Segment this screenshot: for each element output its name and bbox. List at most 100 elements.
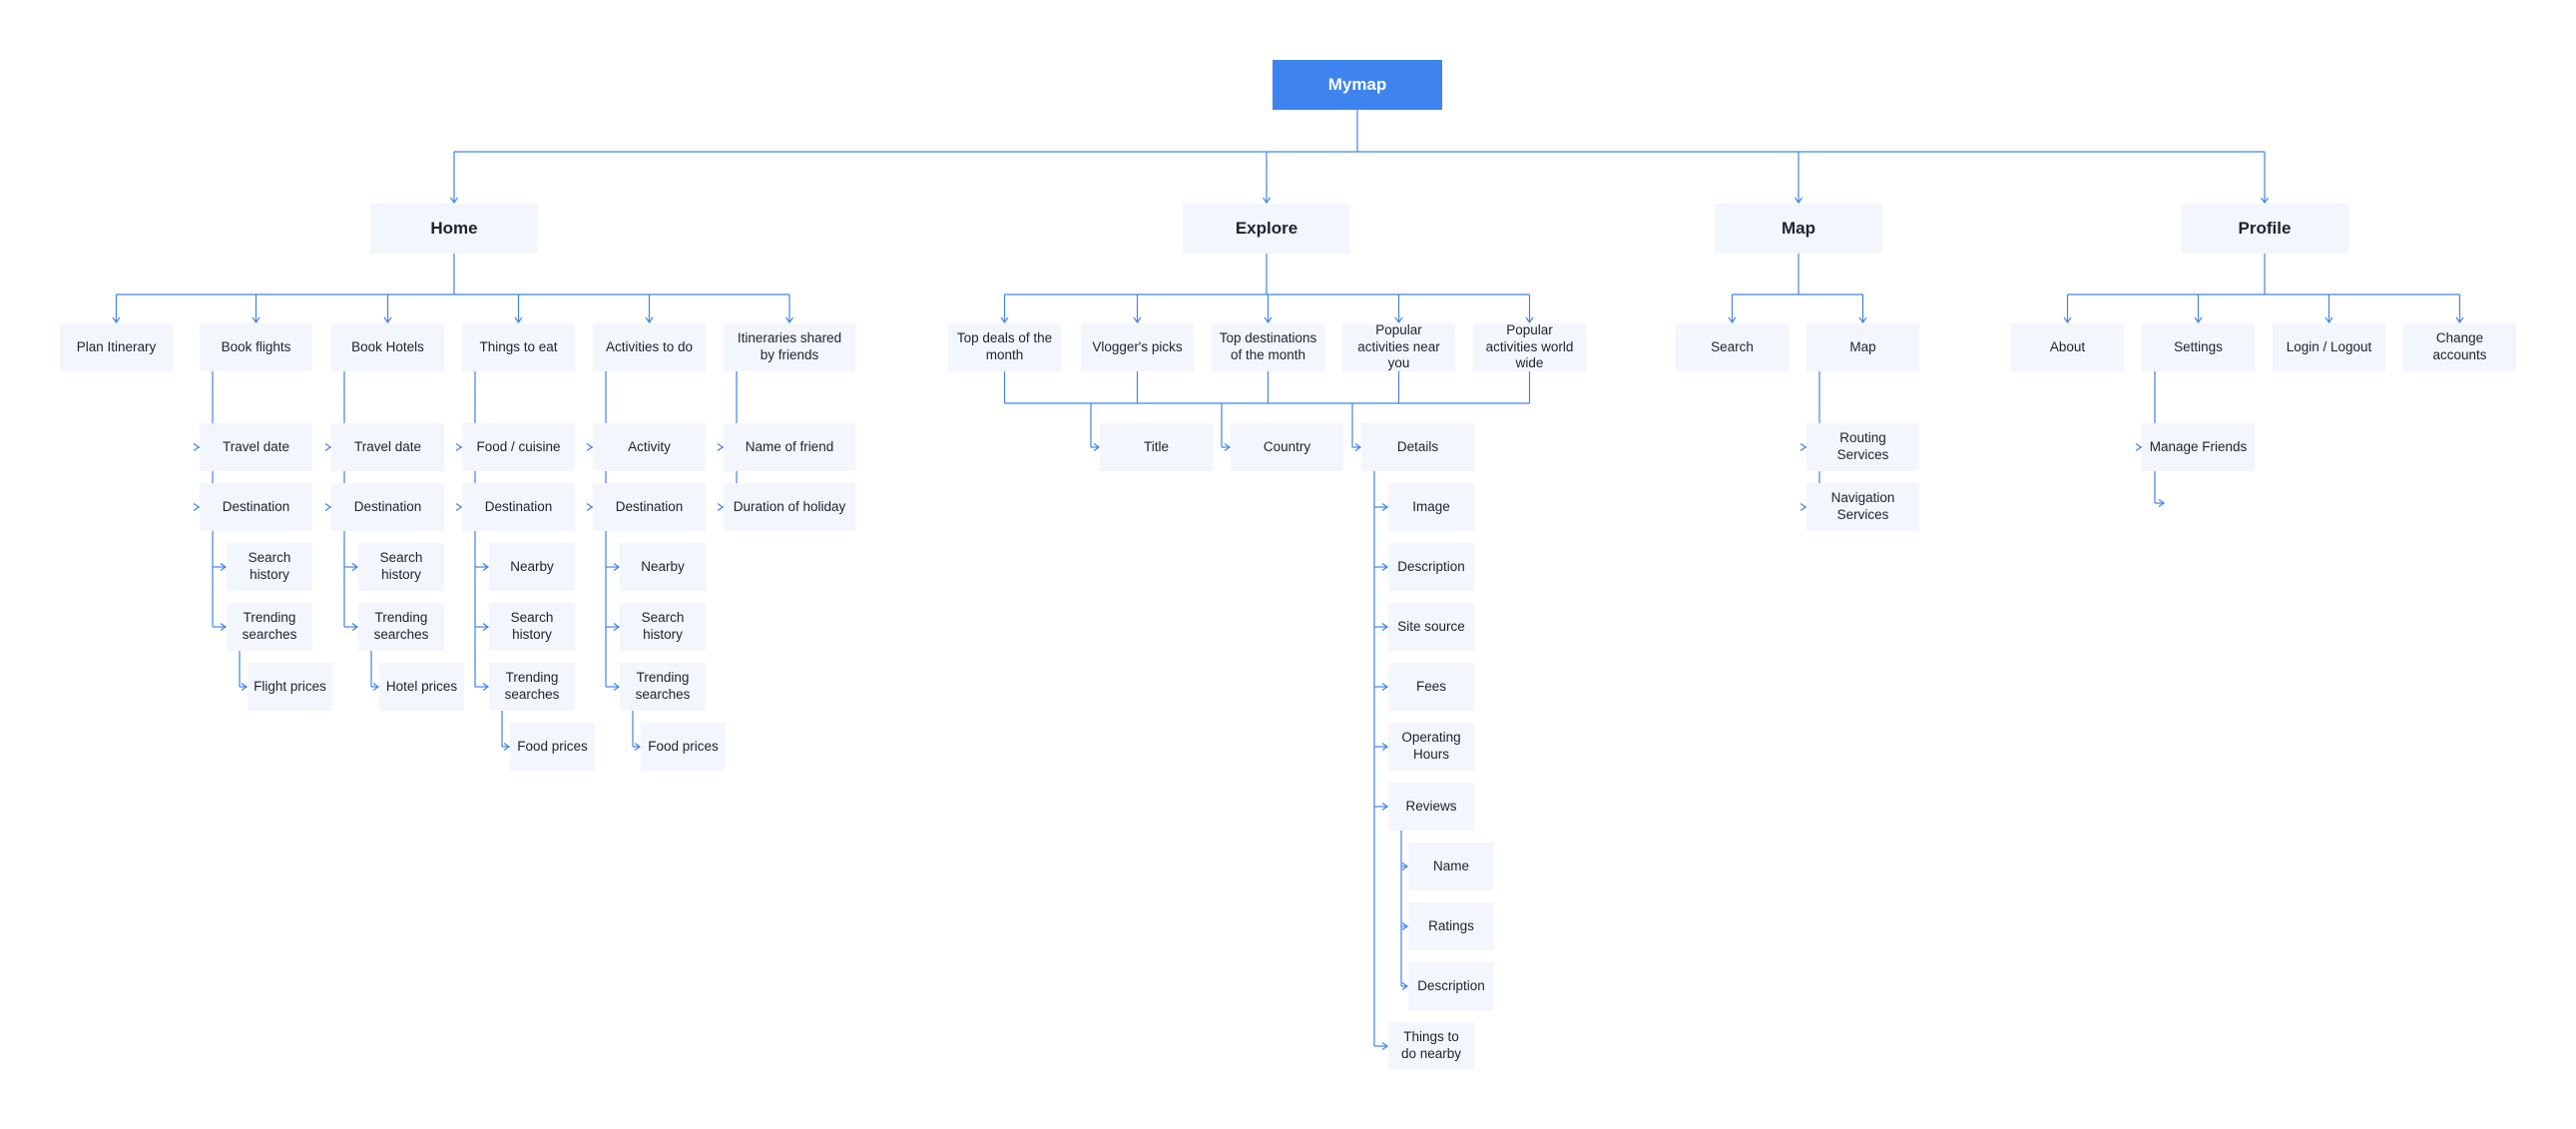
arrow-right-icon [1381, 683, 1389, 691]
node-ac-activity: Activity [593, 423, 706, 471]
node-re-desc: Description [1408, 962, 1494, 1010]
arrow-right-icon [586, 503, 594, 511]
arrow-right-icon [1401, 922, 1409, 930]
arrow-down-icon [1133, 316, 1142, 324]
arrow-down-icon [1000, 316, 1009, 324]
node-vlog: Vlogger's picks [1081, 323, 1194, 371]
arrow-right-icon [482, 623, 490, 631]
arrow-down-icon [1264, 316, 1273, 324]
arrow-down-icon [2261, 197, 2269, 205]
node-mp-nav: Navigation Services [1806, 483, 1919, 531]
arrow-down-icon [450, 197, 458, 205]
node-it-dur: Duration of holiday [724, 483, 855, 531]
arrow-right-icon [1381, 743, 1389, 751]
node-de-hours: Operating Hours [1388, 723, 1474, 771]
node-fl-prices: Flight prices [248, 663, 332, 711]
arrow-right-icon [586, 443, 594, 451]
node-fl-search: Search history [227, 543, 312, 591]
node-ho-prices: Hotel prices [379, 663, 464, 711]
node-ac-dest: Destination [593, 483, 706, 531]
node-re-name: Name [1408, 843, 1494, 890]
arrow-right-icon [2135, 443, 2143, 451]
arrow-down-icon [645, 316, 654, 324]
arrow-down-icon [1525, 316, 1534, 324]
node-ea-prices: Food prices [510, 723, 595, 771]
node-pr-settings: Settings [2142, 323, 2255, 371]
arrow-right-icon [1354, 443, 1362, 451]
node-ho-travel: Travel date [331, 423, 444, 471]
node-profile: Profile [2181, 204, 2348, 254]
arrow-right-icon [193, 503, 201, 511]
arrow-down-icon [252, 316, 260, 324]
node-mymap: Mymap [1273, 60, 1442, 110]
node-pr-friends: Manage Friends [2142, 423, 2255, 471]
node-pr-change: Change accounts [2403, 323, 2516, 371]
node-map: Map [1715, 204, 1882, 254]
node-de-image: Image [1388, 483, 1474, 531]
arrow-right-icon [613, 683, 621, 691]
node-fl-travel: Travel date [200, 423, 312, 471]
arrow-down-icon [2194, 316, 2203, 324]
arrow-right-icon [613, 563, 621, 571]
arrow-right-icon [717, 443, 725, 451]
node-ho-dest: Destination [331, 483, 444, 531]
node-ex-country: Country [1231, 423, 1343, 471]
node-pr-login: Login / Logout [2273, 323, 2385, 371]
node-ea-trend: Trending searches [489, 663, 575, 711]
node-de-reviews: Reviews [1388, 783, 1474, 831]
arrow-right-icon [220, 623, 228, 631]
node-ho-search: Search history [358, 543, 444, 591]
arrow-down-icon [1263, 197, 1271, 205]
arrow-right-icon [1381, 563, 1389, 571]
node-flights: Book flights [200, 323, 312, 371]
node-mp-map: Map [1806, 323, 1919, 371]
arrow-down-icon [785, 316, 793, 324]
arrow-right-icon [482, 683, 490, 691]
node-ex-title: Title [1100, 423, 1213, 471]
node-de-desc: Description [1388, 543, 1474, 591]
arrow-right-icon [1800, 443, 1807, 451]
arrow-right-icon [241, 683, 249, 691]
arrow-right-icon [634, 743, 642, 751]
node-fl-trend: Trending searches [227, 603, 312, 651]
arrow-right-icon [1800, 503, 1807, 511]
arrow-right-icon [193, 443, 201, 451]
arrow-right-icon [1381, 803, 1389, 811]
arrow-right-icon [503, 743, 511, 751]
node-ac-near: Nearby [620, 543, 706, 591]
arrow-right-icon [372, 683, 380, 691]
node-popworld: Popular activities world wide [1473, 322, 1586, 371]
arrow-down-icon [1394, 316, 1403, 324]
arrow-down-icon [2324, 316, 2333, 324]
arrow-right-icon [324, 443, 332, 451]
arrow-down-icon [514, 316, 523, 324]
node-home: Home [370, 204, 538, 254]
node-eat: Things to eat [462, 323, 575, 371]
node-de-site: Site source [1388, 603, 1474, 651]
node-ea-near: Nearby [489, 543, 575, 591]
node-act: Activities to do [593, 323, 706, 371]
node-pr-about: About [2011, 323, 2124, 371]
node-ea-food: Food / cuisine [462, 423, 575, 471]
arrow-right-icon [1381, 503, 1389, 511]
node-ac-trend: Trending searches [620, 663, 706, 711]
node-it-name: Name of friend [724, 423, 855, 471]
arrow-right-icon [1381, 1042, 1389, 1050]
arrow-right-icon [613, 623, 621, 631]
node-itin: Itineraries shared by friends [724, 323, 855, 371]
arrow-right-icon [455, 443, 463, 451]
node-ac-search: Search history [620, 603, 706, 651]
node-popnear: Popular activities near you [1342, 322, 1455, 371]
arrow-right-icon [324, 503, 332, 511]
arrow-down-icon [1795, 197, 1803, 205]
node-mp-search: Search [1676, 323, 1789, 371]
arrow-down-icon [2455, 316, 2464, 324]
node-de-fees: Fees [1388, 663, 1474, 711]
arrow-right-icon [1401, 862, 1409, 870]
arrow-right-icon [482, 563, 490, 571]
arrow-right-icon [1224, 443, 1232, 451]
arrow-right-icon [1093, 443, 1101, 451]
node-re-ratings: Ratings [1408, 902, 1494, 950]
arrow-down-icon [1728, 316, 1737, 324]
node-mp-routing: Routing Services [1806, 423, 1919, 471]
